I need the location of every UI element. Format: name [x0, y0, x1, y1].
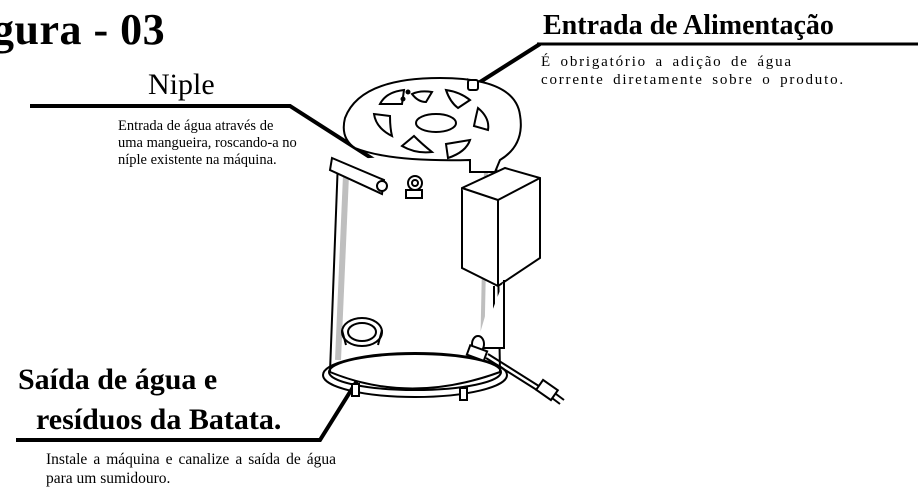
niple-description: Entrada de água através de uma mangueira…	[118, 118, 297, 168]
niple-title: Niple	[148, 68, 215, 101]
entrada-leader	[456, 42, 918, 98]
electrical-box	[461, 166, 541, 353]
power-cable	[465, 343, 565, 405]
saida-title-line2: resíduos da Batata.	[36, 403, 282, 436]
entrada-description: É obrigatório a adição de água corrente …	[541, 54, 845, 88]
saida-description: Instale a máquina e canalize a saída de …	[46, 451, 336, 487]
saida-title-line1: Saída de água e	[18, 363, 218, 396]
saida-title: Saída de água e resíduos da Batata.	[18, 360, 338, 440]
saida-leader	[16, 345, 378, 442]
entrada-title: Entrada de Alimentação	[543, 10, 834, 41]
water-outlet	[341, 317, 383, 347]
niple-fitting	[328, 156, 423, 199]
figure-title: gura - 03	[0, 5, 166, 54]
